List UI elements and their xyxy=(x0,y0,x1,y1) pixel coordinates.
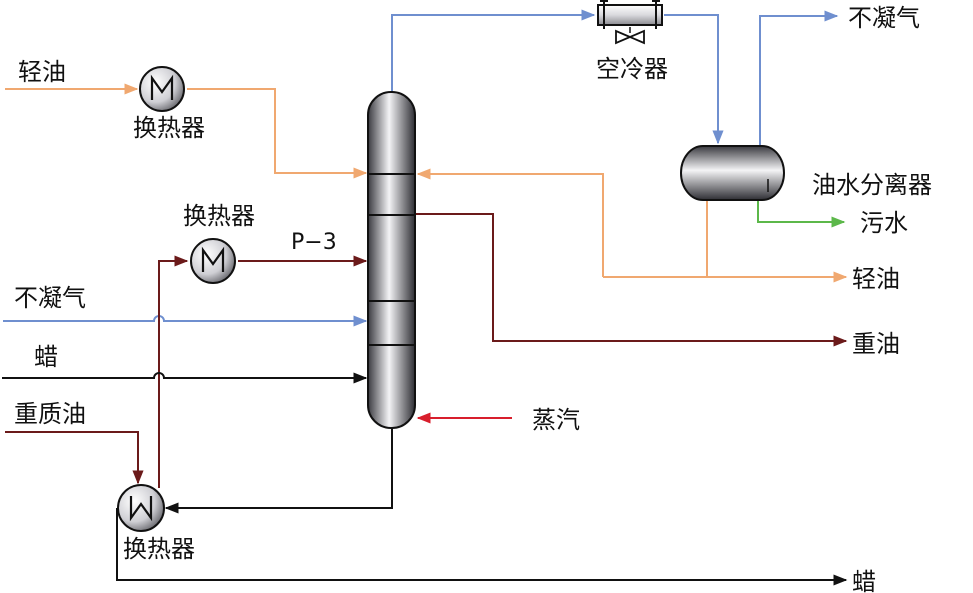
column-bottoms-line xyxy=(164,428,393,514)
sewage-line xyxy=(757,200,846,228)
light-oil-reflux-line xyxy=(416,168,604,277)
heat-exchanger-top-icon xyxy=(139,66,185,112)
heat-exchanger-mid-icon xyxy=(190,238,236,284)
distillation-column-icon xyxy=(367,91,416,429)
wax-product-label: 蜡 xyxy=(852,568,876,593)
light-oil-feed-label: 轻油 xyxy=(18,58,66,86)
noncond-gas-feed-line xyxy=(3,315,368,327)
sewage-label: 污水 xyxy=(860,209,908,237)
overhead-vapor-line xyxy=(391,9,596,92)
heavy-oil-product-label: 重油 xyxy=(852,330,900,358)
separator-label: 油水分离器 xyxy=(812,171,932,199)
light-oil-product-label: 轻油 xyxy=(852,265,900,293)
hx-bottom-label: 换热器 xyxy=(123,535,195,563)
fan-icon xyxy=(597,0,663,45)
noncond-gas-outlet-label: 不凝气 xyxy=(848,4,920,32)
heat-exchanger-bottom-icon xyxy=(117,484,165,532)
hx-top-label: 换热器 xyxy=(133,114,205,142)
heavy-fraction-feed-label: 重质油 xyxy=(14,400,86,428)
side-draw-up-line xyxy=(158,255,189,488)
noncond-gas-outlet-line xyxy=(759,10,839,146)
wax-feed-label: 蜡 xyxy=(34,343,58,371)
p3-label: P−3 xyxy=(291,230,337,255)
horizontal-drum-icon xyxy=(680,145,785,201)
heavy-fraction-feed-line xyxy=(5,431,144,485)
wax-product-line xyxy=(116,508,848,586)
air-cooler-label: 空冷器 xyxy=(596,55,668,83)
heavy-oil-product-line xyxy=(414,213,848,347)
steam-label: 蒸汽 xyxy=(532,406,580,434)
hx-mid-label: 换热器 xyxy=(183,202,255,230)
air-cooler-outlet-line xyxy=(664,14,724,145)
light-oil-to-column-line xyxy=(187,88,368,179)
wax-feed-line xyxy=(2,372,368,384)
noncond-gas-feed-label: 不凝气 xyxy=(14,284,86,312)
